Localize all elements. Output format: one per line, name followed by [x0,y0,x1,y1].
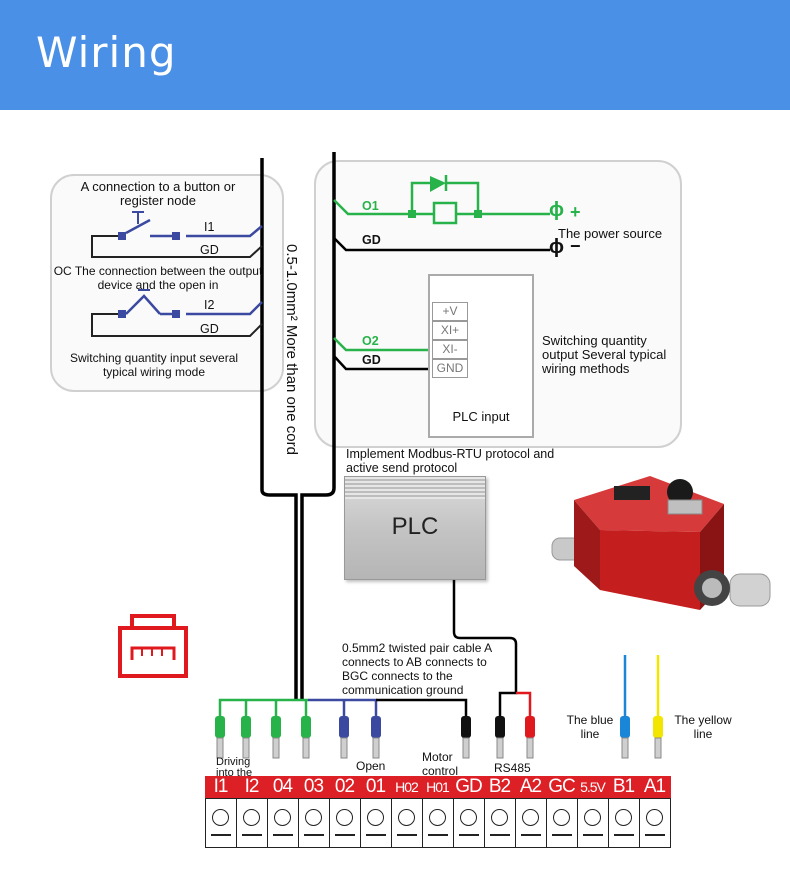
terminal-screw[interactable] [640,799,671,847]
left-wiring-panel [50,174,284,392]
o1-label: O1 [362,199,379,213]
terminal-label: 5.5V [580,779,606,795]
blue-line-label: The blue line [566,713,614,741]
screw-icon [243,809,260,826]
pin-xi-minus: XI- [432,340,468,359]
oc-text: OC The connection between the output dev… [53,264,263,292]
plc-label: PLC [391,513,439,540]
terminal-label: A1 [643,776,666,797]
terminal-label: GD [455,776,483,797]
terminal-screw[interactable] [609,799,640,847]
terminal-screw[interactable] [547,799,578,847]
modbus-note: Implement Modbus-RTU protocol and active… [346,447,555,475]
screw-icon [460,809,477,826]
screw-icon [305,809,322,826]
page-title: Wiring [36,28,177,77]
terminal-label: 02 [334,776,355,797]
terminal-label: I1 [213,776,229,797]
pin-v: +V [432,302,468,321]
screw-icon [212,809,229,826]
connector-plugs [215,716,663,759]
terminal-label: B2 [488,776,511,797]
screw-icon [553,809,570,826]
screw-icon [584,809,601,826]
plus-sign: + [570,202,581,222]
terminal-screw[interactable] [392,799,423,847]
o2-circuit [333,337,432,371]
header-bar: Wiring [0,0,790,110]
screw-icon [367,809,384,826]
terminal-label: 03 [303,776,324,797]
harness [218,574,660,718]
terminal-screw[interactable] [423,799,454,847]
pin-xi-plus: XI+ [432,321,468,340]
i2-label: I2 [204,298,215,312]
terminal-label: I2 [244,776,260,797]
phi-minus: ϕ [549,236,564,258]
plc-input-block: +V XI+ XI- GND PLC input [428,274,534,438]
terminal-screw[interactable] [578,799,609,847]
switch-2 [91,289,263,337]
terminal-block [205,798,671,848]
plc-vents [345,477,485,499]
screw-icon [274,809,291,826]
phi-plus: ϕ [549,199,564,221]
cord-label: 0.5-1.0mm² More than one cord [283,244,300,455]
power-source-label: The power source [558,226,663,241]
gd-top-label: GD [362,233,381,247]
screw-icon [491,809,508,826]
driving-label: Driving into the [216,756,253,779]
i1-label: I1 [204,220,215,234]
terminal-screw[interactable] [268,799,299,847]
terminal-screw[interactable] [237,799,268,847]
screw-icon [336,809,353,826]
plc-box: PLC [344,476,486,580]
terminal-strip: I1 I2 04 03 02 01 H02 H01 GD B2 A2 GC 5.… [205,776,671,798]
terminal-screw[interactable] [485,799,516,847]
gd-bottom-label: GD [362,353,381,367]
screw-icon [615,809,632,826]
gd1-label: GD [200,243,219,257]
yellow-line-label: The yellow line [674,713,732,741]
terminal-label: 01 [365,776,386,797]
terminal-label: H02 [395,779,419,795]
o2-label: O2 [362,334,379,348]
right-caption: Switching quantity output Several typica… [542,333,667,376]
terminal-screw[interactable] [206,799,237,847]
terminal-label: GC [548,776,576,797]
o1-circuit [333,175,550,252]
terminal-label: H01 [426,779,450,795]
switch-1 [91,211,263,258]
screw-icon [398,809,415,826]
node-title: A connection to a button or register nod… [80,179,236,208]
rj45-port-icon [118,614,188,678]
terminal-label: 04 [272,776,293,797]
screw-icon [646,809,663,826]
screw-icon [522,809,539,826]
left-caption: Switching quantity input several typical… [69,351,239,379]
motor-label: Motor control [422,750,459,778]
terminal-screw[interactable] [361,799,392,847]
plc-input-label: PLC input [452,409,510,424]
terminal-screw[interactable] [299,799,330,847]
rs485-label: RS485 [494,761,531,775]
terminal-label: B1 [612,776,635,797]
minus-sign: − [570,236,581,256]
torque-sensor-photo [551,476,771,610]
terminal-screw[interactable] [330,799,361,847]
gd2-label: GD [200,322,219,336]
terminal-screw[interactable] [516,799,547,847]
screw-icon [429,809,446,826]
pin-gnd: GND [432,359,468,378]
twisted-note: 0.5mm2 twisted pair cable A connects to … [342,641,492,697]
terminal-label: A2 [519,776,542,797]
open-label: Open [356,759,386,773]
terminal-screw[interactable] [454,799,485,847]
